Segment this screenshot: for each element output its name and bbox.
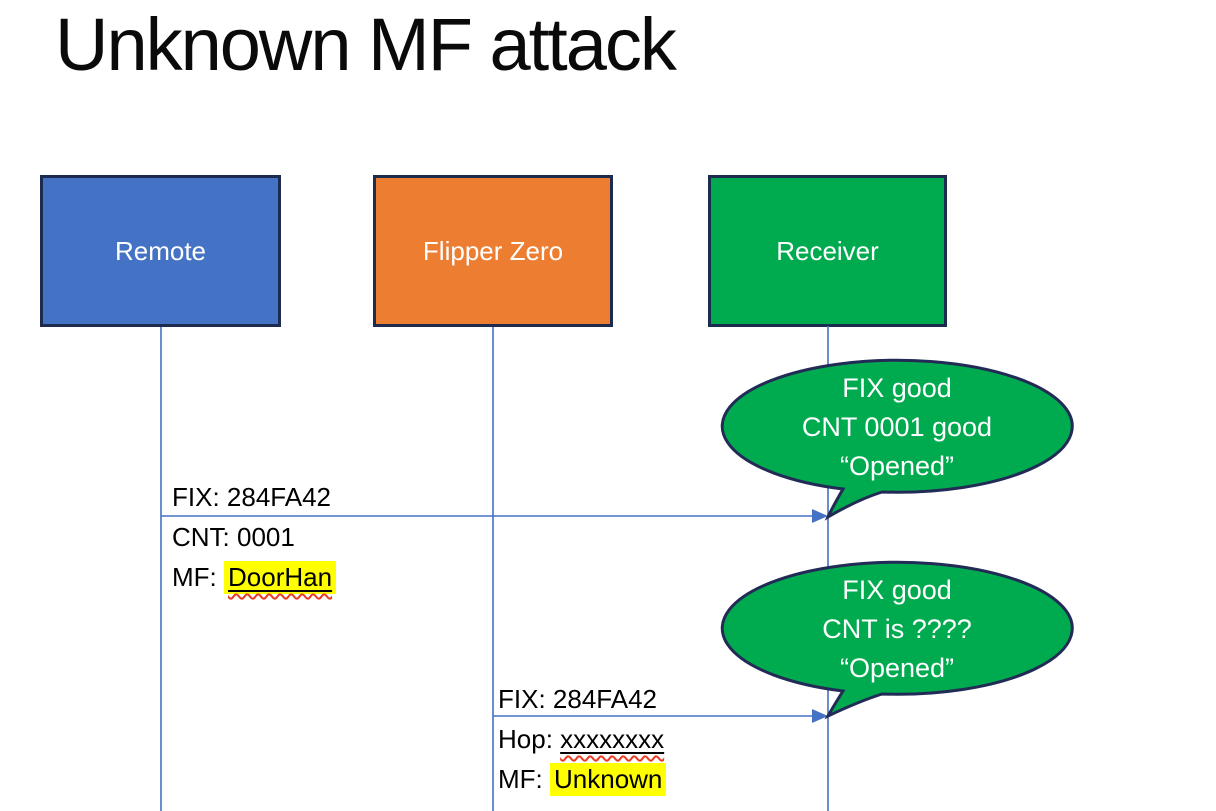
speech-bubble-1-text: FIX good CNT 0001 good “Opened” [722, 369, 1072, 486]
highlighted-value-unknown: Unknown [550, 763, 667, 796]
message-1-line-cnt: CNT: 0001 [172, 522, 295, 552]
message-2-line-hop: Hop: xxxxxxxx [498, 724, 665, 754]
actor-box-remote: Remote [40, 175, 281, 327]
actor-label-receiver: Receiver [776, 235, 879, 266]
actor-box-flipper-zero: Flipper Zero [373, 175, 613, 327]
message-1-line-mf: MF: DoorHan [172, 557, 337, 597]
message-label-1: FIX: 284FA42 CNT: 0001 MF: DoorHan [172, 477, 337, 597]
arrowhead-icon [812, 709, 828, 723]
speech-bubble-2 [720, 560, 1074, 720]
bubble-2-line-1: FIX good [842, 575, 952, 605]
bubble-2-line-3: “Opened” [839, 653, 955, 683]
message-2-line-mf: MF: Unknown [498, 759, 667, 799]
speech-bubble-1 [720, 358, 1074, 521]
highlighted-value-doorhan: DoorHan [224, 561, 337, 594]
bubble-2-line-2: CNT is ???? [822, 614, 972, 644]
actor-label-flipper-zero: Flipper Zero [422, 235, 564, 266]
message-1-line-fix: FIX: 284FA42 [172, 482, 331, 512]
actor-label-remote: Remote [114, 235, 207, 266]
bubble-1-line-1: FIX good [842, 373, 952, 403]
bubble-1-line-2: CNT 0001 good [801, 412, 993, 442]
message-2-line-fix: FIX: 284FA42 [498, 684, 657, 714]
page-title: Unknown MF attack [55, 3, 677, 86]
actor-box-receiver: Receiver [708, 175, 947, 327]
underlined-value-hop: xxxxxxxx [560, 724, 665, 754]
bubble-1-line-3: “Opened” [839, 451, 955, 481]
message-label-2: FIX: 284FA42 Hop: xxxxxxxx MF: Unknown [498, 679, 667, 799]
speech-bubble-2-text: FIX good CNT is ???? “Opened” [722, 571, 1072, 688]
arrowhead-icon [812, 509, 828, 523]
